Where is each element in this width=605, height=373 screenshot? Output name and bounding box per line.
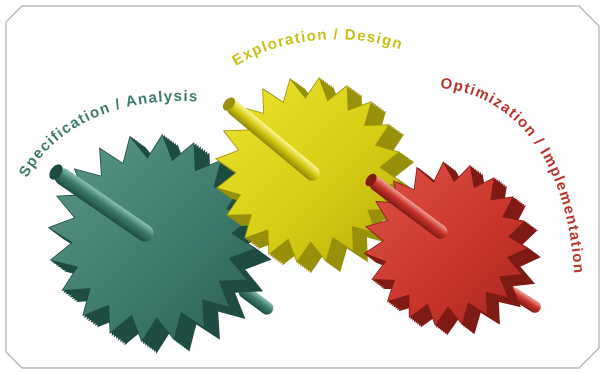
axle-rod-end — [222, 97, 236, 111]
axle-rod — [49, 164, 154, 242]
axle-rod-body — [238, 285, 274, 315]
axle-rod — [222, 97, 320, 181]
axle-rod-body — [54, 168, 154, 242]
axle-rod — [365, 173, 448, 239]
axle-rod — [238, 285, 274, 315]
axle-rod-body — [369, 177, 448, 239]
axle-rod-end — [49, 164, 63, 180]
axle-rod-end — [365, 173, 377, 187]
axle-rod-body — [227, 101, 320, 181]
